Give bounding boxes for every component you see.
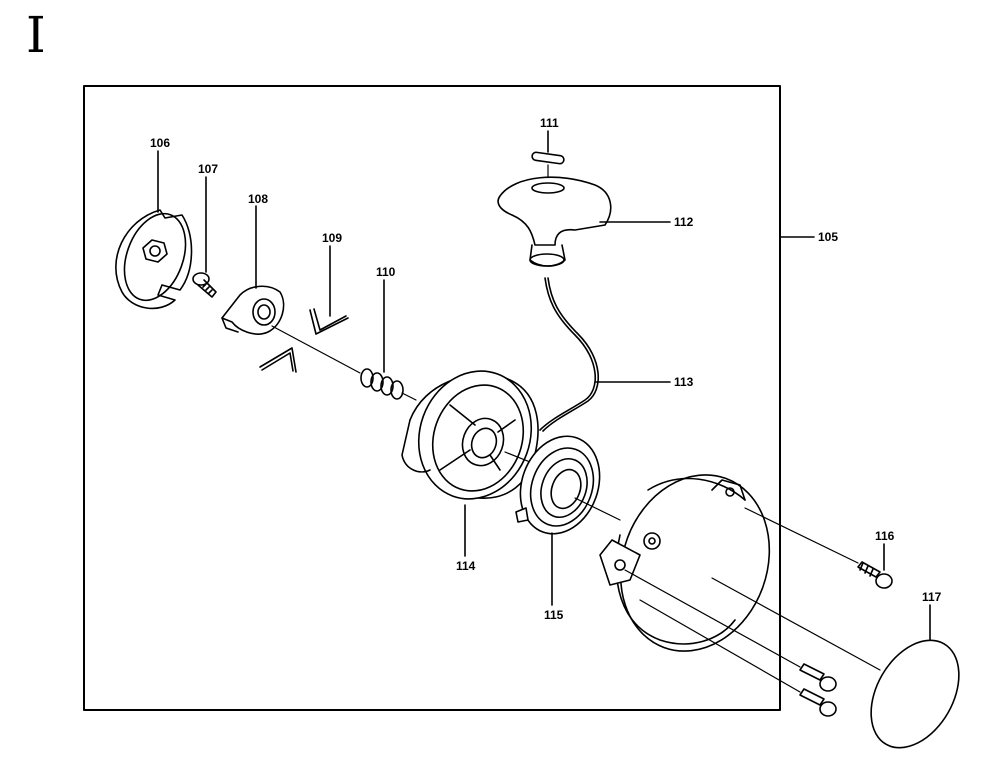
part-114-pulley (401, 370, 539, 557)
part-110-spring (360, 279, 404, 400)
part-115-spiral-spring (515, 435, 601, 606)
part-107-screw (192, 176, 217, 298)
housing (599, 474, 771, 652)
part-116-screw (857, 543, 893, 589)
part-117-cover (870, 604, 960, 749)
label-109: 109 (322, 231, 342, 245)
label-107: 107 (198, 162, 218, 176)
label-113: 113 (674, 375, 694, 389)
label-114: 114 (456, 559, 476, 573)
label-106: 106 (150, 136, 170, 150)
part-106-plate (115, 150, 193, 310)
assembly-axis (271, 325, 361, 374)
bottom-screws (799, 663, 837, 717)
label-105: 105 (818, 230, 838, 244)
part-113-rope (539, 277, 671, 432)
label-108: 108 (248, 192, 268, 206)
part-111-plug (531, 130, 565, 185)
part-109-pin (259, 245, 349, 373)
label-112: 112 (674, 215, 694, 229)
assembly-frame (83, 85, 781, 711)
label-110: 110 (376, 265, 396, 279)
part-108-ratchet (221, 205, 285, 335)
label-115: 115 (544, 608, 564, 622)
label-111: 111 (540, 116, 559, 130)
section-letter: I (26, 6, 46, 64)
label-117: 117 (922, 590, 942, 604)
label-116: 116 (875, 529, 895, 543)
part-112-handle (497, 176, 671, 267)
